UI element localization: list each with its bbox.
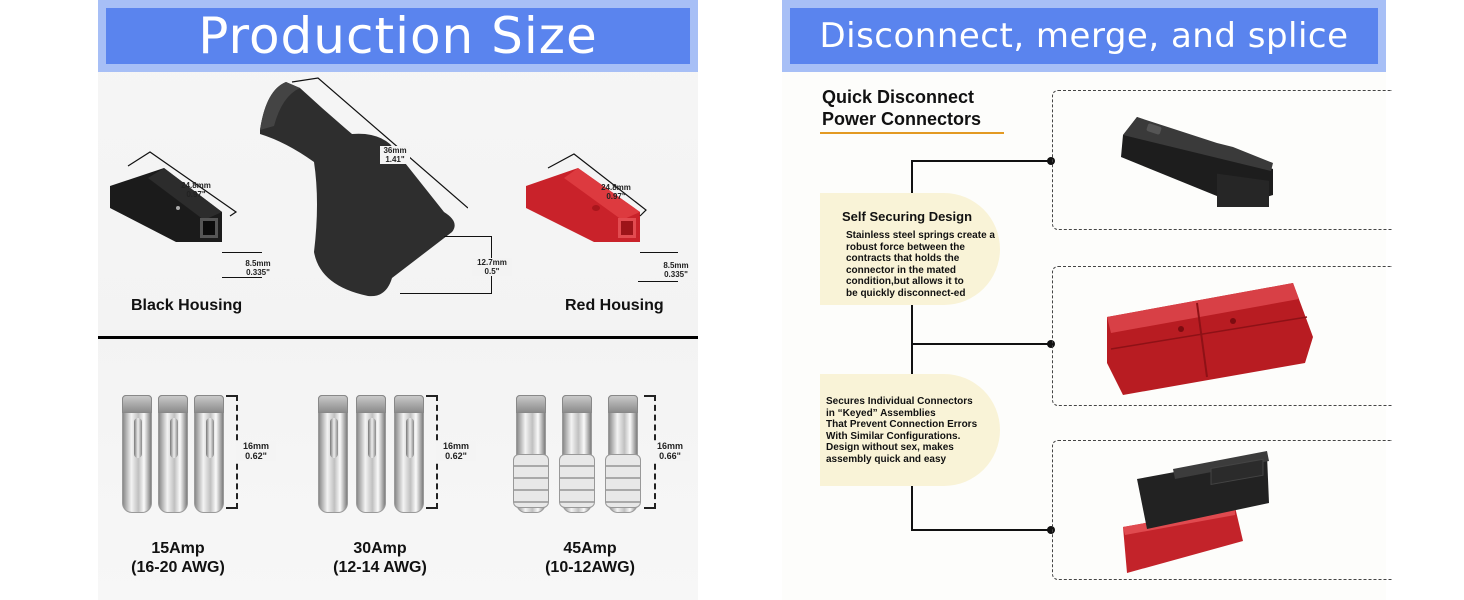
height-mm: 8.5mm [245, 259, 271, 268]
contact-group-30amp: 16mm 0.62" 30Amp (12-14 AWG) [294, 395, 484, 595]
red-housing-caption: Red Housing [565, 297, 664, 314]
red-housing-length-line [547, 153, 647, 217]
feature-keyed-assemblies: Secures Individual Connectors in “Keyed”… [820, 374, 1000, 486]
tree-branch [911, 529, 1051, 531]
contact-45amp-size: 16mm 0.66" [650, 441, 690, 461]
branch-node [1047, 340, 1055, 348]
black-housing-image [104, 168, 222, 242]
red-housing-height: 8.5mm 0.335" [656, 261, 696, 279]
dim-line [444, 236, 492, 237]
image-box-stacked-connectors [1052, 440, 1392, 580]
length-in: 0.97" [606, 192, 626, 201]
length-mm: 24.8mm [601, 183, 631, 192]
length-mm: 36mm [383, 146, 407, 155]
size-in: 0.66" [659, 451, 681, 461]
contact-pin [394, 395, 424, 513]
black-housing-length-line [127, 151, 238, 217]
dim-line [222, 252, 262, 253]
length-in: 1.41" [385, 155, 405, 164]
contact-pin [194, 395, 224, 513]
amp-rating: 30Amp [353, 540, 407, 557]
image-box-black-connector [1052, 90, 1392, 230]
branch-node [1047, 526, 1055, 534]
black-housing-length: 24.8mm 0.97" [176, 181, 216, 199]
contact-group-45amp: 16mm 0.66" 45Amp (10-12AWG) [490, 395, 698, 595]
disconnect-title: Disconnect, merge, and splice [790, 8, 1378, 64]
dim-line [640, 252, 678, 253]
rubber-boot-image [256, 82, 456, 298]
stacked-connectors-image [1123, 451, 1269, 573]
awg-range: (12-14 AWG) [333, 559, 427, 576]
tree-branch [911, 160, 1051, 162]
feature-description: Secures Individual Connectors in “Keyed”… [826, 396, 978, 465]
contact-pin [318, 395, 348, 513]
contact-15amp-size: 16mm 0.62" [236, 441, 276, 461]
quick-disconnect-heading: Quick Disconnect Power Connectors [822, 87, 982, 129]
contact-pin [122, 395, 152, 513]
height-mm: 12.7mm [477, 258, 507, 267]
contact-pin [559, 395, 595, 513]
production-size-panel: Production Size 24.8mm 0.97" 8.5mm 0.335… [98, 0, 698, 600]
dim-line [222, 277, 262, 278]
awg-range: (16-20 AWG) [131, 559, 225, 576]
section-divider [98, 336, 698, 339]
tree-branch [911, 343, 1051, 345]
contact-30amp-label: 30Amp (12-14 AWG) [320, 539, 440, 577]
tree-trunk [911, 160, 913, 530]
black-connector-image [1121, 117, 1273, 207]
dim-line [400, 293, 492, 294]
size-in: 0.62" [445, 451, 467, 461]
size-mm: 16mm [656, 441, 683, 451]
contact-pin [158, 395, 188, 513]
boot-height: 12.7mm 0.5" [472, 258, 512, 276]
red-housing-image [522, 168, 640, 242]
feature-self-securing: Self Securing Design Stainless steel spr… [820, 193, 1000, 305]
red-housing-length: 24.8mm 0.97" [596, 183, 636, 201]
awg-range: (10-12AWG) [545, 559, 635, 576]
size-in: 0.62" [245, 451, 267, 461]
height-in: 0.5" [484, 267, 500, 276]
contact-pin [356, 395, 386, 513]
contact-30amp-size: 16mm 0.62" [436, 441, 476, 461]
length-mm: 24.8mm [181, 181, 211, 190]
production-size-title: Production Size [106, 7, 690, 65]
amp-rating: 45Amp [563, 540, 617, 557]
boot-length: 36mm 1.41" [380, 146, 410, 164]
boot-length-line [291, 77, 468, 209]
black-housing-caption: Black Housing [131, 297, 243, 314]
image-box-red-connector-pair [1052, 266, 1392, 406]
contact-45amp-label: 45Amp (10-12AWG) [530, 539, 650, 577]
height-in: 0.335" [246, 268, 270, 277]
branch-node [1047, 157, 1055, 165]
feature-title: Self Securing Design [842, 209, 973, 224]
contact-group-15amp: 16mm 0.62" 15Amp (16-20 AWG) [98, 395, 288, 595]
height-mm: 8.5mm [663, 261, 689, 270]
production-size-banner: Production Size [98, 0, 698, 72]
red-connector-pair-image [1107, 283, 1313, 395]
size-mm: 16mm [242, 441, 269, 451]
amp-rating: 15Amp [151, 540, 205, 557]
contact-15amp-label: 15Amp (16-20 AWG) [118, 539, 238, 577]
disconnect-banner: Disconnect, merge, and splice [782, 0, 1386, 72]
contact-pin [513, 395, 549, 513]
length-in: 0.97" [186, 190, 206, 199]
dim-line [638, 281, 678, 282]
heading-underline [820, 132, 1004, 134]
contact-pin [605, 395, 641, 513]
height-in: 0.335" [664, 270, 688, 279]
disconnect-panel: Disconnect, merge, and splice Quick Disc… [782, 0, 1392, 600]
feature-description: Stainless steel springs create a robust … [846, 230, 995, 299]
black-housing-height: 8.5mm 0.335" [238, 259, 278, 277]
size-mm: 16mm [442, 441, 469, 451]
